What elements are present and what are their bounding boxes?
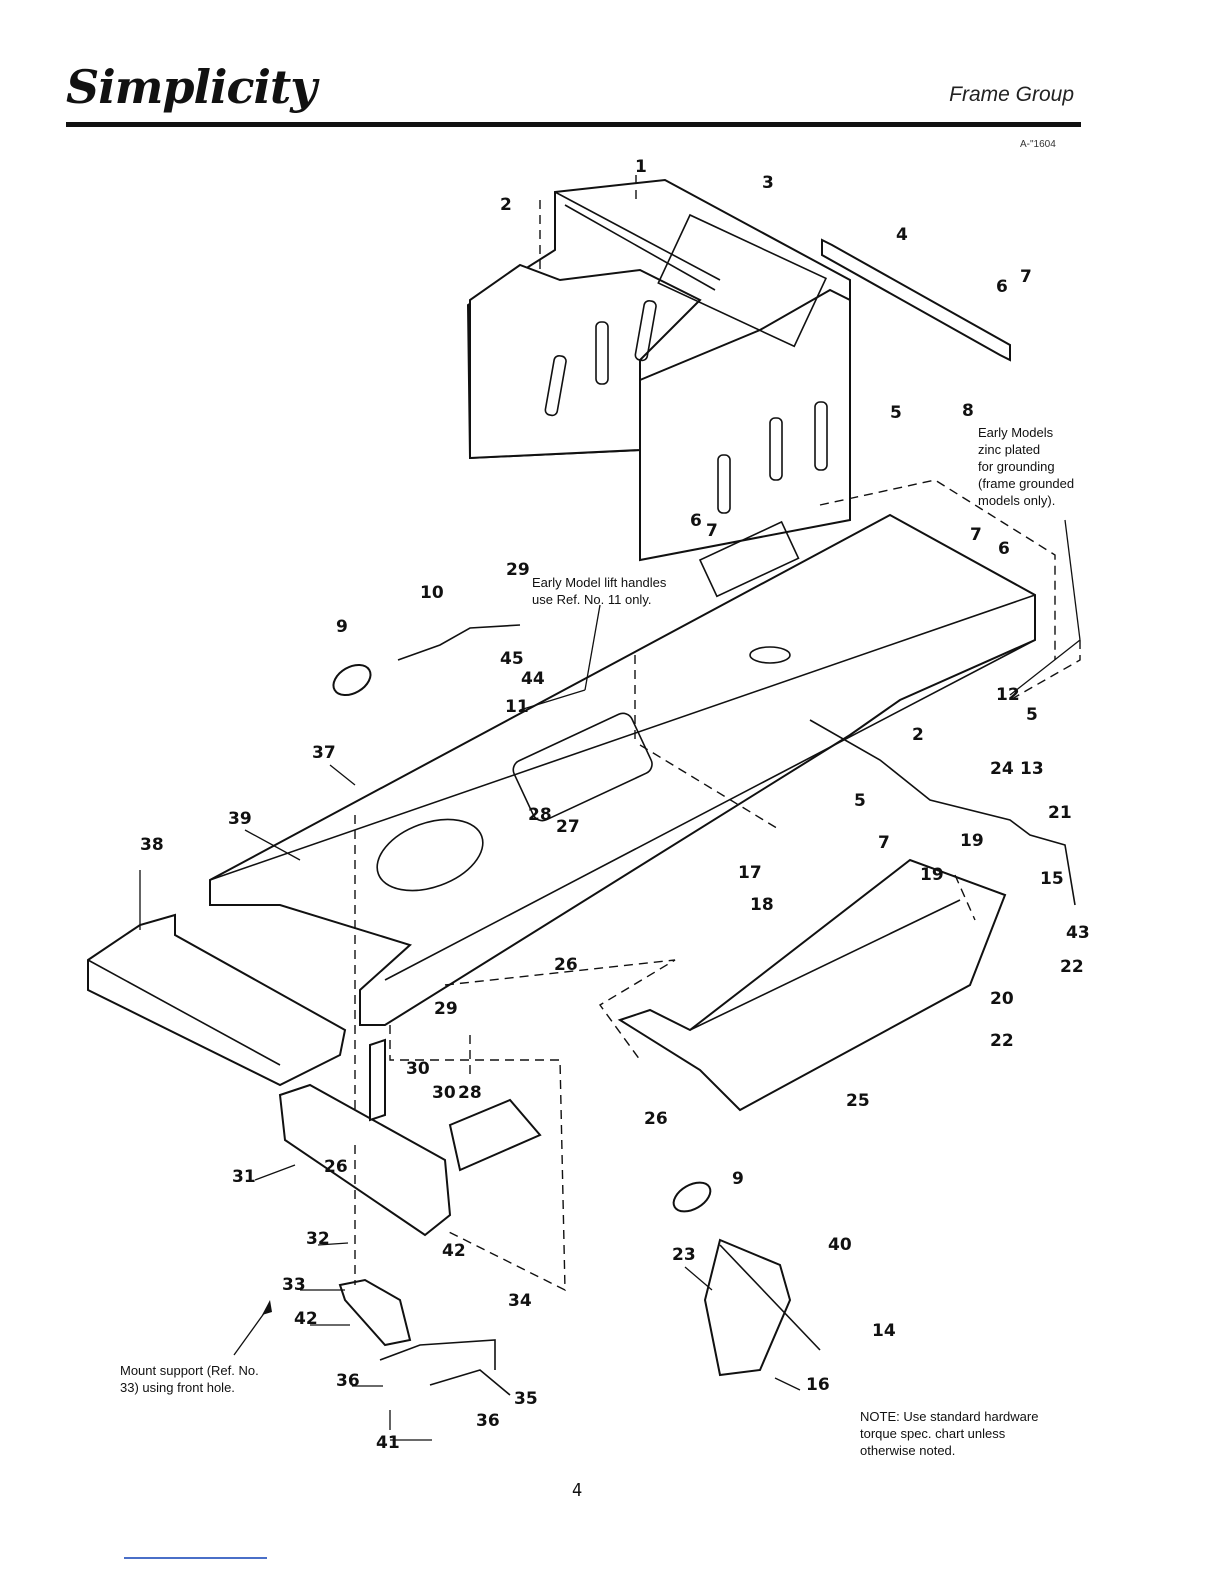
callout-26: 26 [554, 955, 578, 975]
callout-42: 42 [294, 1309, 318, 1329]
callout-33: 33 [282, 1275, 306, 1295]
callout-13: 13 [1020, 759, 1044, 779]
front-bumper-38 [87, 913, 347, 1087]
callout-32: 32 [306, 1229, 330, 1249]
callout-26: 26 [644, 1109, 668, 1129]
callout-7: 7 [970, 525, 982, 545]
callout-22: 22 [990, 1031, 1014, 1051]
callout-16: 16 [806, 1375, 830, 1395]
callout-28: 28 [458, 1083, 482, 1103]
callout-2: 2 [500, 195, 512, 215]
callout-15: 15 [1040, 869, 1064, 889]
callout-25: 25 [846, 1091, 870, 1111]
callout-27: 27 [556, 817, 580, 837]
callout-22: 22 [1060, 957, 1084, 977]
brand-logo: Simplicity [66, 60, 317, 114]
callout-5: 5 [1026, 705, 1038, 725]
rod-21 [809, 719, 1076, 906]
callout-43: 43 [1066, 923, 1090, 943]
callout-42: 42 [442, 1241, 466, 1261]
callout-24: 24 [990, 759, 1014, 779]
standard-hardware-note: NOTE: Use standard hardware torque spec.… [860, 1409, 1039, 1458]
early-models-note: Early Models zinc plated for grounding (… [978, 425, 1075, 508]
callout-2: 2 [912, 725, 924, 745]
callout-1: 1 [635, 157, 647, 177]
callout-5: 5 [890, 403, 902, 423]
callout-44: 44 [521, 669, 545, 689]
callout-8: 8 [962, 401, 974, 421]
callout-6: 6 [996, 277, 1008, 297]
callout-6: 6 [690, 511, 702, 531]
front-hitch-31 [278, 1083, 452, 1237]
page-number: 4 [572, 1480, 583, 1501]
document-id: A-"1604 [1020, 139, 1056, 150]
callout-45: 45 [500, 649, 524, 669]
callout-36: 36 [336, 1371, 360, 1391]
callout-41: 41 [376, 1433, 400, 1453]
callout-14: 14 [872, 1321, 896, 1341]
callout-6: 6 [998, 539, 1010, 559]
rear-frame-assembly [466, 175, 851, 562]
footer-link-underline[interactable] [124, 1557, 267, 1559]
rear-bracket-4 [821, 238, 1011, 362]
callout-9: 9 [336, 617, 348, 637]
callout-28: 28 [528, 805, 552, 825]
callout-19: 19 [920, 865, 944, 885]
main-frame [209, 513, 1036, 1026]
bracket-33 [338, 1278, 511, 1396]
callout-17: 17 [738, 863, 762, 883]
callout-23: 23 [672, 1245, 696, 1265]
callout-18: 18 [750, 895, 774, 915]
callout-5: 5 [854, 791, 866, 811]
callout-10: 10 [420, 583, 444, 603]
callout-34: 34 [508, 1291, 532, 1311]
callout-19: 19 [960, 831, 984, 851]
header-rule [66, 122, 1081, 127]
pedal-assembly-23 [672, 1181, 821, 1377]
callout-26: 26 [324, 1157, 348, 1177]
callout-29: 29 [434, 999, 458, 1019]
callout-20: 20 [990, 989, 1014, 1009]
callout-29: 29 [506, 560, 530, 580]
callout-37: 37 [312, 743, 336, 763]
callout-3: 3 [762, 173, 774, 193]
footrest-25 [617, 858, 1007, 1112]
callout-12: 12 [996, 685, 1020, 705]
callout-38: 38 [140, 835, 164, 855]
section-title: Frame Group [949, 83, 1074, 106]
callout-11: 11 [505, 697, 529, 717]
callout-7: 7 [878, 833, 890, 853]
callout-39: 39 [228, 809, 252, 829]
lift-handle-10 [332, 624, 521, 697]
callout-31: 31 [232, 1167, 256, 1187]
mount-support-note: Mount support (Ref. No. 33) using front … [120, 1363, 259, 1395]
callout-30: 30 [406, 1059, 430, 1079]
callout-4: 4 [896, 225, 908, 245]
callout-21: 21 [1048, 803, 1072, 823]
callout-40: 40 [828, 1235, 852, 1255]
callout-35: 35 [514, 1389, 538, 1409]
callout-9: 9 [732, 1169, 744, 1189]
bracket-30 [369, 1038, 542, 1172]
callout-36: 36 [476, 1411, 500, 1431]
callout-7: 7 [706, 521, 718, 541]
lift-handles-note: Early Model lift handles use Ref. No. 11… [532, 575, 667, 607]
callout-30: 30 [432, 1083, 456, 1103]
callout-7: 7 [1020, 267, 1032, 287]
